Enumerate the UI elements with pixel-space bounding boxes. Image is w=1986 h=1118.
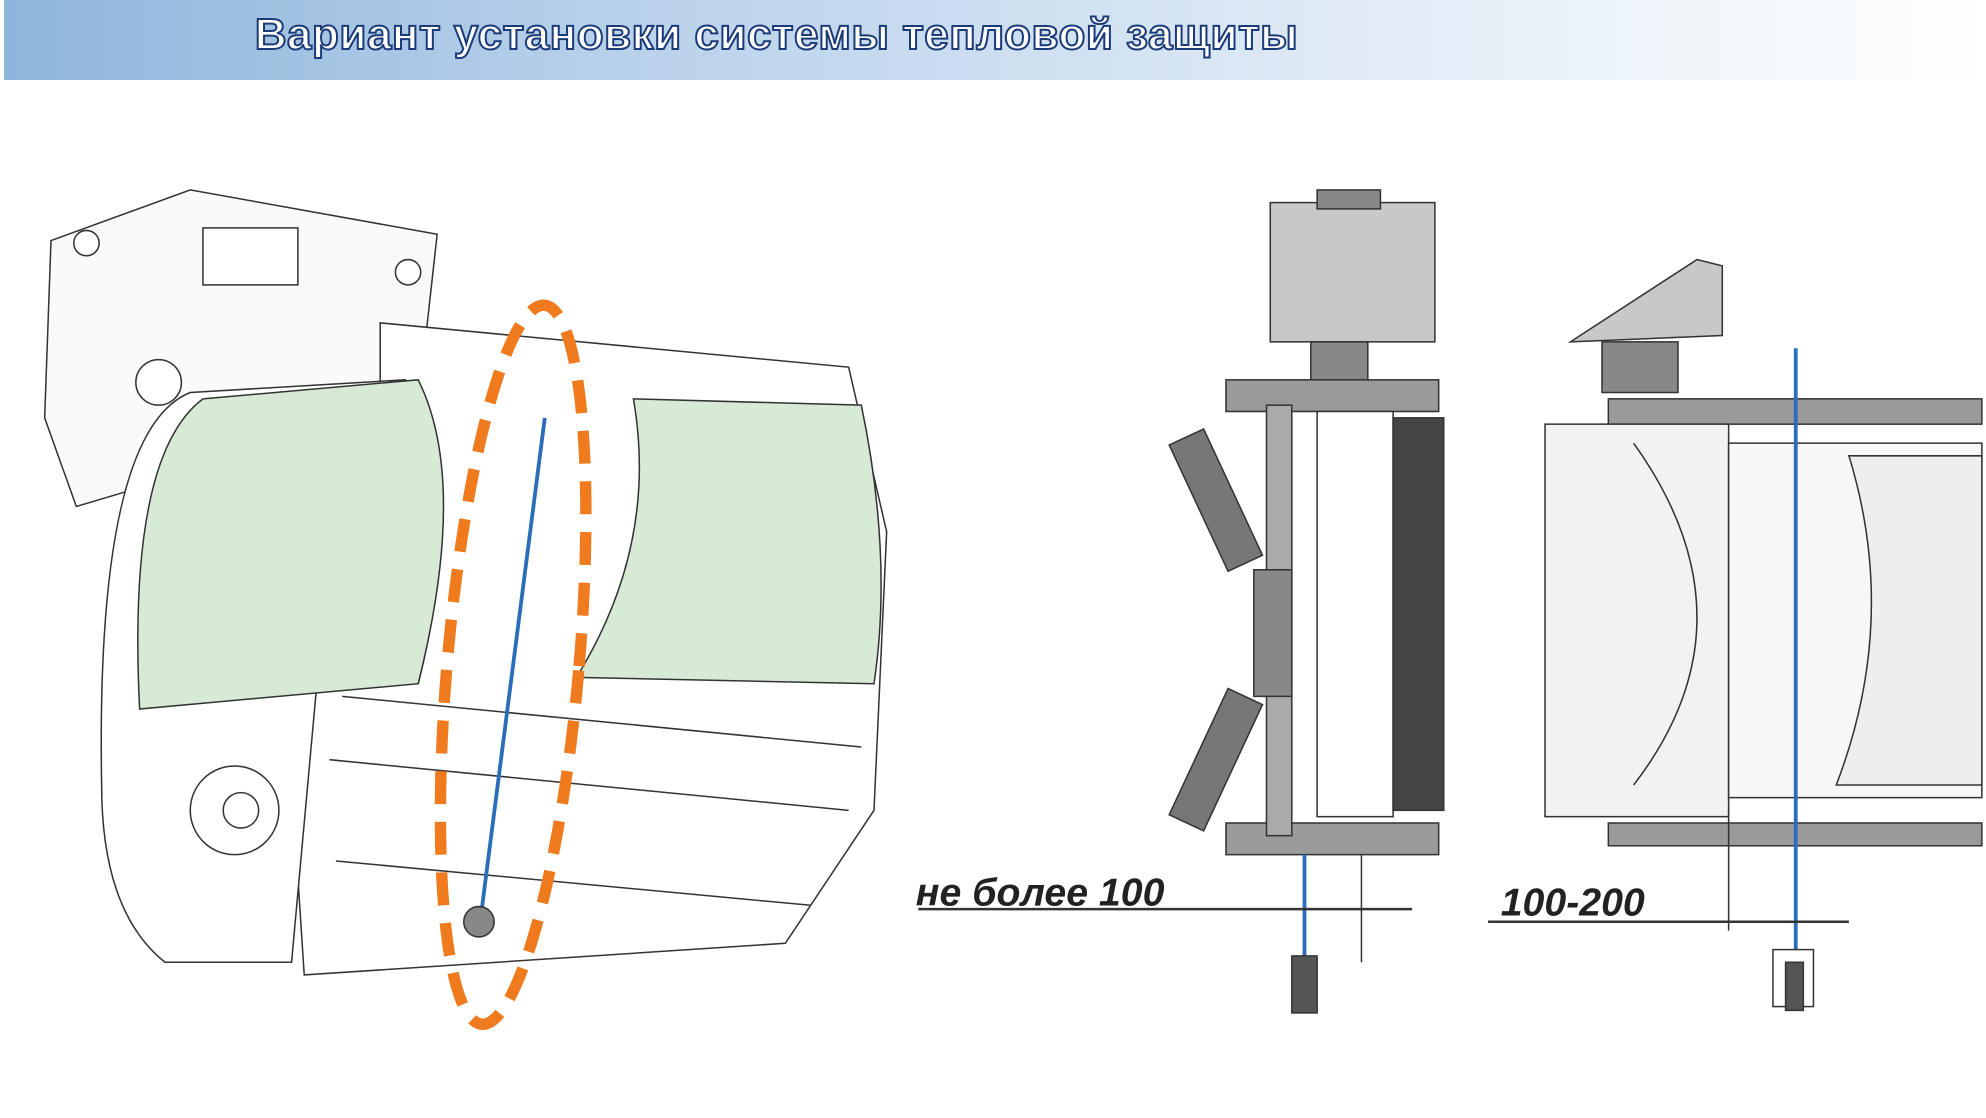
dimension-label-max-100: не более 100 xyxy=(916,870,1165,914)
idler-section-view xyxy=(918,189,1445,1014)
highlight-ellipse xyxy=(434,299,592,1030)
sensor-cable xyxy=(479,417,547,912)
drum-plan-view xyxy=(1488,258,1983,1012)
belt-right xyxy=(575,398,882,685)
header-banner: Вариант установки системы тепловой защит… xyxy=(4,0,1986,80)
page-title: Вариант установки системы тепловой защит… xyxy=(254,9,1299,60)
conveyor-isometric-view xyxy=(43,189,888,1030)
belt-left xyxy=(137,379,445,710)
dimension-label-100-200: 100-200 xyxy=(1501,880,1645,924)
